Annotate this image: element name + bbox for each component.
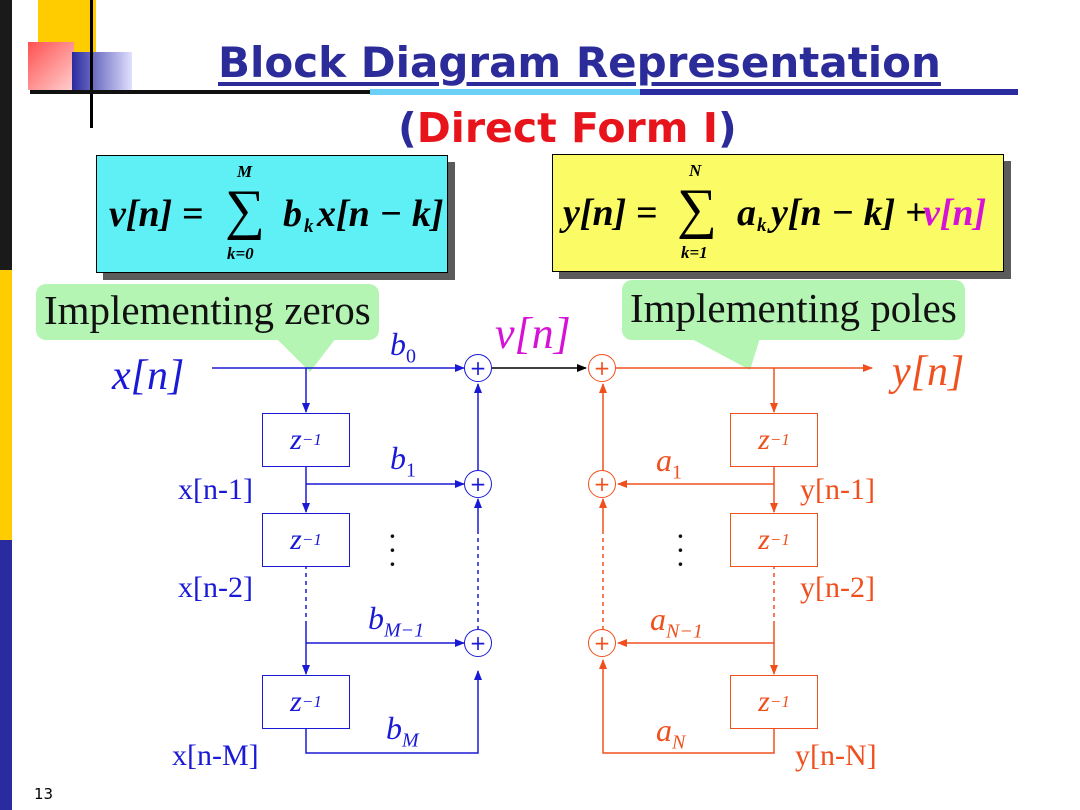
page-number: 13 [34, 785, 54, 803]
equation-zeros: v[n] = M ∑ k=0 b k x[n − k] [96, 155, 448, 273]
adder-b0: + [464, 354, 492, 382]
delay-block-y1: z−1 [730, 413, 818, 467]
title-underline-blue [370, 89, 640, 95]
delay-block-yN: z−1 [730, 675, 818, 729]
coeff-a1: a1 [656, 442, 682, 484]
signal-y-n-1: y[n-1] [800, 473, 875, 506]
callout-zeros-pointer [276, 338, 336, 372]
delay-block-x1: z−1 [262, 413, 350, 467]
page-title: Block Diagram Representation [218, 38, 941, 87]
adder-b1: + [464, 470, 492, 498]
title-underline-dark [30, 90, 370, 94]
coeff-b1: b1 [390, 440, 416, 482]
signal-x-n-1: x[n-1] [178, 473, 253, 506]
signal-y-n-N: y[n-N] [795, 739, 877, 772]
adder-output: + [588, 354, 616, 382]
signal-x-n-M: x[n-M] [172, 739, 259, 772]
delay-block-y2: z−1 [730, 513, 818, 567]
title-underline-navy [640, 89, 1018, 95]
adder-bM-1: + [464, 629, 492, 657]
signal-v-n: v[n] [495, 309, 571, 358]
coeff-aN-1: aN−1 [650, 601, 703, 643]
left-blue-bar [0, 540, 12, 810]
signal-x-n: x[n] [112, 353, 185, 399]
signal-y-n-2: y[n-2] [800, 571, 875, 604]
corner-vertical-line [90, 0, 93, 128]
equation-poles: y[n] = N ∑ k=1 a k y[n − k] + v[n] [552, 154, 1004, 272]
subtitle-highlight: Direct Form I [416, 104, 719, 152]
corner-red-square [28, 42, 74, 90]
coeff-b0: b0 [390, 326, 416, 368]
page-subtitle: (Direct Form I) [398, 104, 737, 152]
coeff-aN: aN [656, 712, 686, 754]
ellipsis-zeros: ··· [388, 520, 397, 581]
left-dark-bar [0, 0, 12, 270]
adder-aN-1: + [588, 629, 616, 657]
signal-y-n: y[n] [892, 349, 965, 395]
corner-blue-square [72, 52, 132, 92]
delay-block-x2: z−1 [262, 513, 350, 567]
ellipsis-poles: ··· [676, 520, 685, 581]
left-yellow-bar [0, 270, 12, 540]
coeff-bM: bM [386, 710, 419, 752]
callout-poles-pointer [690, 338, 760, 370]
signal-x-n-2: x[n-2] [178, 571, 253, 604]
callout-implementing-zeros: Implementing zeros [36, 284, 379, 340]
callout-implementing-poles: Implementing poles [622, 280, 965, 340]
adder-a1: + [588, 470, 616, 498]
delay-block-xM: z−1 [262, 675, 350, 729]
coeff-bM-1: bM−1 [368, 600, 425, 642]
